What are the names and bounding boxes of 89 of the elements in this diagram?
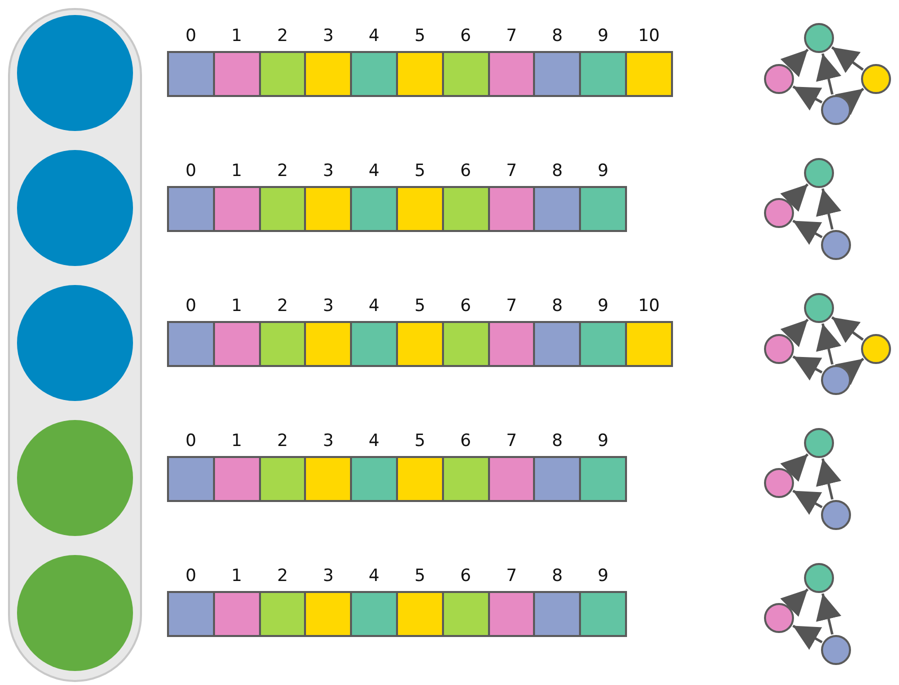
index-number: 0	[184, 26, 198, 46]
graph-node	[861, 64, 891, 94]
arrow	[834, 358, 864, 385]
index-number: 1	[230, 296, 244, 316]
arrow	[816, 458, 842, 500]
index-number: 8	[550, 161, 564, 181]
index-number: 10	[637, 296, 661, 316]
index-number: 5	[413, 566, 426, 586]
index-number: 9	[596, 431, 610, 451]
index-number: 8	[550, 431, 564, 451]
index-number: 4	[368, 161, 380, 181]
index-number: 1	[230, 566, 244, 586]
graph-node	[804, 563, 834, 593]
large-circle	[17, 555, 133, 671]
index-number: 5	[413, 431, 426, 451]
graph-node	[764, 468, 794, 498]
graph-node	[821, 365, 851, 395]
arrow	[780, 453, 809, 482]
arrow	[780, 318, 809, 348]
index-number: 0	[184, 431, 198, 451]
index-number: 7	[505, 431, 518, 451]
arrow	[816, 323, 842, 365]
index-number: 0	[184, 161, 198, 181]
index-number: 5	[413, 296, 426, 316]
index-number: 2	[276, 431, 289, 451]
index-number: 5	[413, 161, 426, 181]
graph-node	[804, 158, 834, 188]
index-number: 10	[637, 26, 661, 46]
index-number: 8	[550, 566, 564, 586]
index-number: 4	[368, 566, 380, 586]
index-number: 0	[184, 566, 198, 586]
index-number: 4	[368, 431, 380, 451]
arrow	[816, 53, 842, 95]
graph-node	[764, 334, 794, 364]
graph-node	[804, 428, 834, 458]
index-number: 3	[322, 26, 335, 46]
index-number: 7	[505, 296, 518, 316]
index-number: 6	[459, 431, 472, 451]
arrow	[792, 490, 823, 515]
index-number: 6	[459, 296, 472, 316]
arrow	[792, 220, 823, 245]
graph-node	[764, 603, 794, 633]
index-number: 6	[459, 161, 472, 181]
index-number: 2	[276, 296, 289, 316]
index-number: 1	[230, 26, 244, 46]
graph-node	[804, 23, 834, 53]
index-number: 9	[596, 26, 610, 46]
arrow	[780, 588, 809, 617]
arrow	[831, 316, 864, 344]
graph-node	[764, 198, 794, 228]
index-number: 8	[550, 26, 564, 46]
index-number: 4	[368, 296, 380, 316]
arrow	[831, 46, 864, 74]
graph-node	[821, 230, 851, 260]
index-number: 2	[276, 566, 289, 586]
index-number: 3	[322, 431, 335, 451]
index-number: 9	[596, 566, 610, 586]
arrow	[816, 593, 842, 635]
index-number: 6	[459, 566, 472, 586]
index-number: 4	[368, 26, 380, 46]
index-number: 0	[184, 296, 198, 316]
index-number: 9	[596, 161, 610, 181]
graph-node	[821, 95, 851, 125]
index-number: 8	[550, 296, 564, 316]
arrow	[792, 624, 823, 650]
arrow	[792, 86, 822, 110]
index-number: 9	[596, 296, 610, 316]
index-number: 3	[322, 566, 335, 586]
arrow	[816, 188, 842, 230]
graph-node	[821, 500, 851, 530]
arrow	[792, 356, 822, 380]
arrow	[834, 88, 864, 115]
index-number: 3	[322, 161, 335, 181]
index-number: 3	[322, 296, 335, 316]
index-number: 1	[230, 161, 244, 181]
index-number: 5	[413, 26, 426, 46]
index-number: 7	[505, 566, 518, 586]
arrow	[780, 48, 809, 78]
graph-node	[804, 293, 834, 323]
arrow	[780, 183, 809, 212]
graph-node	[861, 334, 891, 364]
index-number: 2	[276, 26, 289, 46]
index-number: 7	[505, 26, 518, 46]
graph-node	[764, 64, 794, 94]
index-number: 6	[459, 26, 472, 46]
index-number: 1	[230, 431, 244, 451]
graph-node	[821, 635, 851, 665]
index-number: 7	[505, 161, 518, 181]
index-number: 2	[276, 161, 289, 181]
